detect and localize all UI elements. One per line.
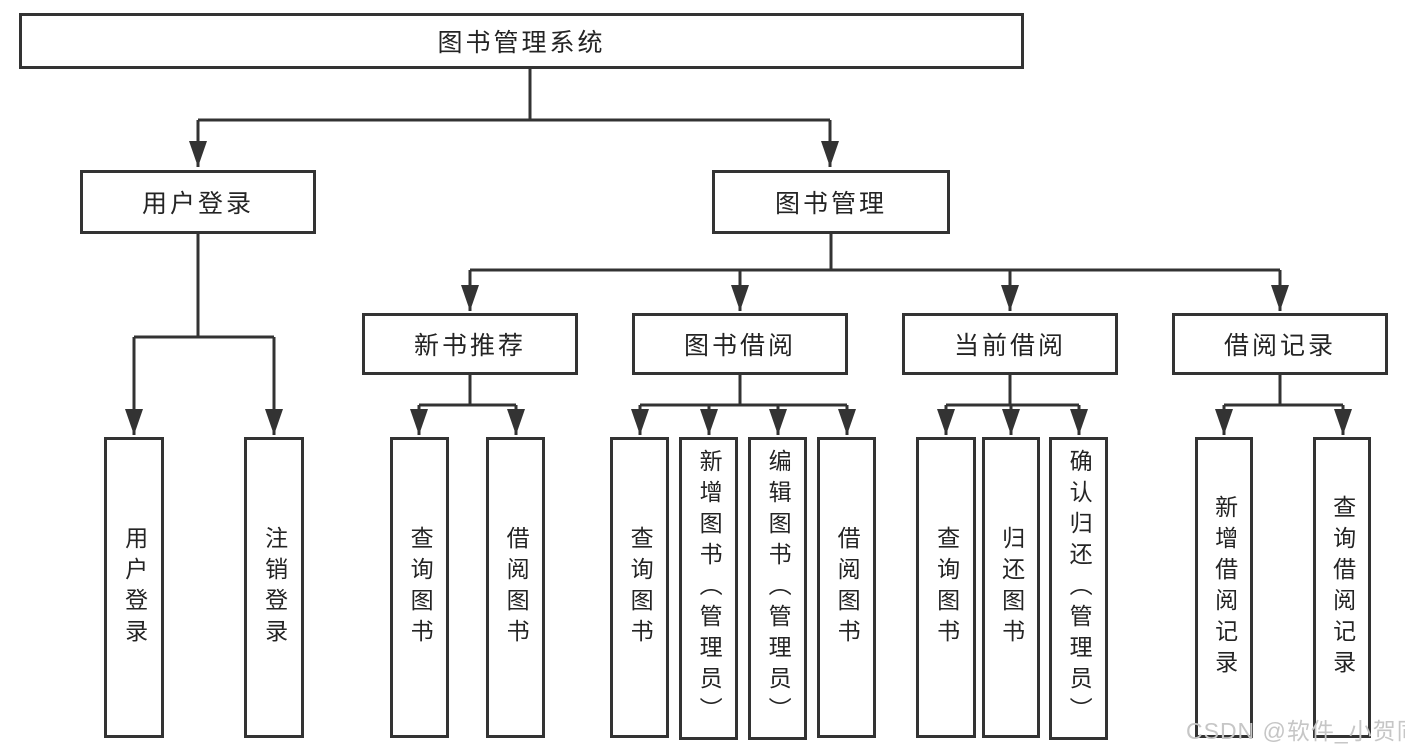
leaf-confirm-return-admin: 确认归还（管理员） — [1049, 437, 1108, 740]
node-user-login: 用户登录 — [80, 170, 316, 234]
node-book-borrow: 图书借阅 — [632, 313, 848, 375]
leaf-add-book-admin: 新增图书（管理员） — [679, 437, 738, 740]
leaf-logout-login: 注销登录 — [244, 437, 304, 738]
leaf-edit-book-admin: 编辑图书（管理员） — [748, 437, 807, 740]
node-book-management: 图书管理 — [712, 170, 950, 234]
leaf-return-books: 归还图书 — [982, 437, 1040, 738]
leaf-borrow-books-recommend: 借阅图书 — [486, 437, 545, 738]
node-new-book-recommend: 新书推荐 — [362, 313, 578, 375]
leaf-query-books-current: 查询图书 — [916, 437, 976, 738]
leaf-query-books-recommend: 查询图书 — [390, 437, 449, 738]
node-borrow-records: 借阅记录 — [1172, 313, 1388, 375]
leaf-add-borrow-record: 新增借阅记录 — [1195, 437, 1253, 738]
leaf-user-login: 用户登录 — [104, 437, 164, 738]
leaf-query-borrow-record: 查询借阅记录 — [1313, 437, 1371, 738]
leaf-borrow-books: 借阅图书 — [817, 437, 876, 738]
watermark: CSDN @软件_小贺同学 — [1186, 718, 1405, 744]
node-current-borrow: 当前借阅 — [902, 313, 1118, 375]
connector-arrows — [125, 120, 1352, 435]
leaf-query-books-borrow: 查询图书 — [610, 437, 669, 738]
node-library-management-system: 图书管理系统 — [19, 13, 1024, 69]
